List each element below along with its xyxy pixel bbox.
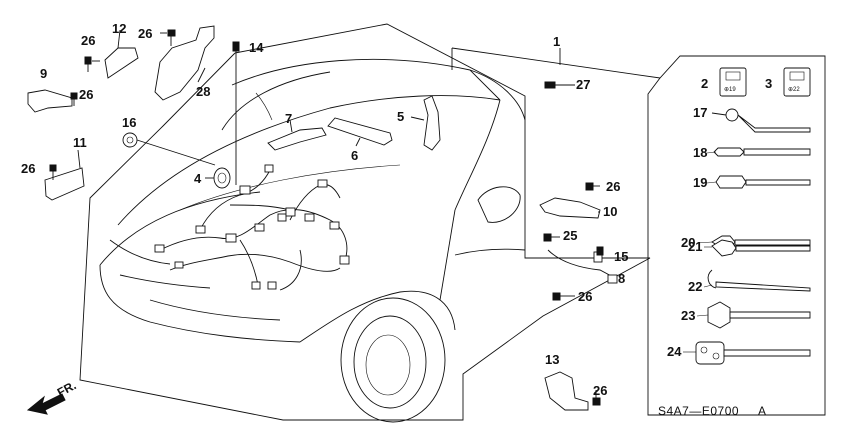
wire-harness <box>154 164 350 291</box>
callout-26-e: 26 <box>606 179 620 194</box>
part-5-bracket <box>410 95 441 151</box>
callout-8: 8 <box>618 271 625 286</box>
part-28-bracket <box>154 25 215 101</box>
part-13-bracket <box>544 371 589 411</box>
diagram-code: S4A7—E0700 <box>658 404 739 418</box>
part-8-subharness <box>547 249 618 284</box>
callout-26-c: 26 <box>79 87 93 102</box>
callout-19: 19 <box>693 175 707 190</box>
part-22-clip <box>707 269 811 292</box>
callout-16: 16 <box>122 115 136 130</box>
part-6-bracket <box>327 117 393 147</box>
part-26b-bolt <box>160 29 176 46</box>
callout-26-d: 26 <box>21 161 35 176</box>
car-body <box>99 58 526 423</box>
callout-26-g: 26 <box>593 383 607 398</box>
leader-lines <box>683 151 717 353</box>
callout-6: 6 <box>351 148 358 163</box>
part-27-bolt <box>544 81 575 89</box>
callout-11: 11 <box>73 135 87 150</box>
callout-12: 12 <box>112 21 126 36</box>
part-9-bracket <box>27 89 73 113</box>
part-14-clip <box>232 41 240 185</box>
part-24-clip <box>695 341 811 365</box>
callout-13: 13 <box>545 352 559 367</box>
callout-28: 28 <box>196 84 210 99</box>
callout-20: 20 <box>681 235 695 250</box>
part-2-mark: ⊕19 <box>724 87 736 93</box>
part-12-bracket <box>104 29 139 79</box>
callout-9: 9 <box>40 66 47 81</box>
callout-1: 1 <box>553 34 560 49</box>
callout-18: 18 <box>693 145 707 160</box>
part-3-connector: ⊕22 <box>783 67 811 97</box>
part-15-clip <box>596 246 604 256</box>
callout-26-f: 26 <box>578 289 592 304</box>
callout-15: 15 <box>614 249 628 264</box>
part-25-bolt <box>543 233 560 242</box>
callout-26-a: 26 <box>81 33 95 48</box>
part-19-clip <box>715 175 811 189</box>
diagram-code-block: S4A7—E0700 A <box>658 404 767 418</box>
callout-5: 5 <box>397 109 404 124</box>
callout-23: 23 <box>681 308 695 323</box>
front-direction-arrow-icon: FR. <box>26 378 78 415</box>
part-2-connector: ⊕19 <box>719 67 747 97</box>
callout-17: 17 <box>693 105 707 120</box>
part-21-clip <box>711 239 811 257</box>
part-3-mark: ⊕22 <box>788 87 800 93</box>
callout-25: 25 <box>563 228 577 243</box>
callout-22: 22 <box>688 279 702 294</box>
part-26c-bolt <box>70 92 78 106</box>
callout-2: 2 <box>701 76 708 91</box>
callout-21: 21 <box>688 239 702 254</box>
part-4-grommet <box>205 167 231 189</box>
part-26d-bolt <box>49 164 57 180</box>
part-18-clip <box>713 147 811 157</box>
callout-7: 7 <box>285 111 292 126</box>
part-7-bracket <box>267 119 327 151</box>
part-17-clip <box>711 108 811 133</box>
callout-10: 10 <box>603 204 617 219</box>
part-26a-bolt <box>84 56 100 72</box>
callout-3: 3 <box>765 76 772 91</box>
callouts: 1 2 3 4 5 6 7 8 9 10 11 12 13 14 15 16 1… <box>21 21 772 398</box>
part-26g-bolt <box>592 390 601 406</box>
part-26e-bolt <box>585 182 600 191</box>
main-frame <box>79 23 651 421</box>
callout-24: 24 <box>667 344 682 359</box>
callout-26-b: 26 <box>138 26 152 41</box>
callout-27: 27 <box>576 77 590 92</box>
callout-14: 14 <box>249 40 264 55</box>
part-16-grommet <box>122 132 216 166</box>
part-10-bracket <box>539 197 601 219</box>
clip-parts-frame <box>451 47 826 416</box>
part-11-bracket <box>44 149 85 201</box>
part-23-clip <box>707 301 811 329</box>
part-26f-bolt <box>552 292 575 301</box>
callout-4: 4 <box>194 171 202 186</box>
diagram-code-suffix: A <box>758 404 767 418</box>
